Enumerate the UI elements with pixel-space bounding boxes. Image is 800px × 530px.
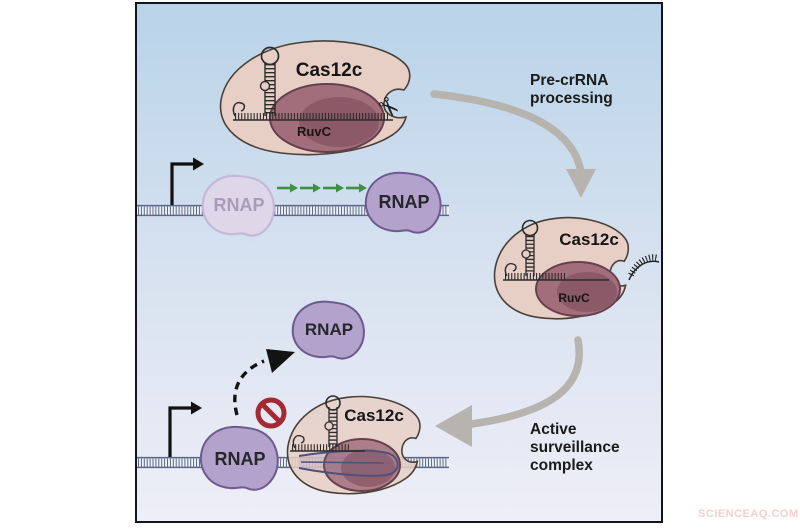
annotation-active-surveillance: Active surveillance complex <box>530 421 620 474</box>
cas12c-right-label: Cas12c <box>559 230 619 249</box>
transcription-arrow-head <box>313 183 321 193</box>
transcription-arrow-head <box>290 183 298 193</box>
ejection-arrow-shaft <box>233 359 265 416</box>
hairpin-loop <box>521 219 539 237</box>
ruvc-top-label: RuvC <box>297 124 332 139</box>
rnap-blocked: RNAP <box>201 427 278 490</box>
cas12c-bottom-label: Cas12c <box>344 406 404 425</box>
step2-line1: Active <box>530 421 577 438</box>
hairpin-bulge <box>259 80 271 92</box>
rnap-active: RNAP <box>366 173 441 233</box>
cleaved-fragment-line <box>628 260 660 281</box>
crrna-5prime-hook <box>504 262 517 277</box>
annotation-pre-crrna-processing: Pre-crRNA processing <box>530 72 613 107</box>
transcription-arrows <box>277 183 367 193</box>
watermark: SCIENCEAQ.COM <box>698 508 799 520</box>
flow-arrow-1-shaft <box>430 90 585 176</box>
transcription-arrow-head <box>336 183 344 193</box>
stop-sign-ring <box>255 397 287 429</box>
figure-frame: RNAP RNAP <box>135 2 663 523</box>
cas12c-top-label: Cas12c <box>296 60 363 81</box>
step1-line2: processing <box>530 90 613 107</box>
ruvc-right-label: RuvC <box>558 291 590 305</box>
hairpin-loop <box>260 46 280 66</box>
cleaved-fragment-ticks <box>628 254 659 277</box>
rnap-active-label: RNAP <box>378 192 429 212</box>
rnap-blocked-label: RNAP <box>214 449 265 469</box>
ejection-arrow <box>233 349 295 416</box>
flow-arrow-1-head <box>566 169 596 198</box>
ejection-arrow-head <box>266 349 295 373</box>
flow-arrow-2-head <box>435 405 472 447</box>
cas12c-bottom-complex: Cas12c <box>287 395 419 494</box>
rnap-faded: RNAP <box>201 174 275 237</box>
ruvc-bottom-shadow <box>341 449 395 487</box>
crrna-5prime-hook <box>232 101 246 117</box>
flow-arrow-2-shaft <box>467 336 583 428</box>
promoter-bend <box>168 406 191 457</box>
promoter-arrowhead <box>191 401 202 415</box>
promoter-bend <box>170 162 193 205</box>
step1-line1: Pre-crRNA <box>530 72 608 89</box>
stop-sign-icon <box>255 397 287 429</box>
rnap-faded-body <box>201 174 275 237</box>
promoter-arrowhead <box>193 157 204 171</box>
hairpin-bulge <box>521 249 531 259</box>
r-loop-hybrid-strand <box>300 461 385 464</box>
step2-line3: complex <box>530 457 593 474</box>
step2-line2: surveillance <box>530 439 620 456</box>
cas12c-top-complex: ✂ Cas12c RuvC <box>219 40 411 156</box>
dna-band <box>137 205 449 216</box>
ruvc-right-shadow <box>557 272 617 312</box>
rnap-faded-label: RNAP <box>213 195 264 215</box>
rnap-ejected-body <box>293 302 364 359</box>
rnap-blocked-body <box>201 427 278 490</box>
promoter-arrow-bottom <box>168 401 202 457</box>
cas12c-mechanism-diagram: RNAP RNAP <box>137 4 661 521</box>
flow-arrow-pre-crrna <box>430 90 596 198</box>
promoter-arrow-top <box>170 157 204 205</box>
hairpin-bulge <box>324 421 334 431</box>
cas12c-right-complex: Cas12c RuvC <box>495 218 660 319</box>
rnap-ejected-label: RNAP <box>305 320 353 339</box>
rnap-ejected: RNAP <box>293 302 364 359</box>
flow-arrow-surveillance <box>435 336 583 447</box>
transcription-arrow-head <box>359 183 367 193</box>
hairpin-loop <box>325 395 341 411</box>
rnap-active-body <box>366 173 441 233</box>
ruvc-top-shadow <box>299 97 379 147</box>
stop-sign-slash <box>260 402 282 424</box>
crrna-5prime-hook <box>292 434 305 449</box>
